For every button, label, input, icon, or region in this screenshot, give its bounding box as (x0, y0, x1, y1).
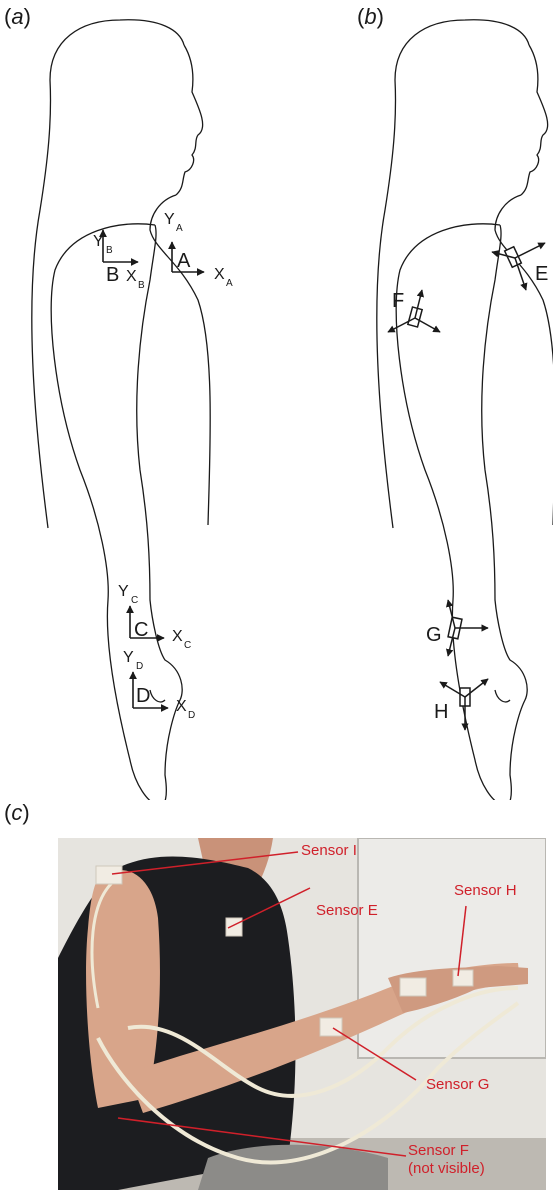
sensor-label-b: B (106, 264, 119, 286)
label-sensor-g: Sensor G (426, 1076, 489, 1094)
label-sensor-e: Sensor E (316, 902, 378, 920)
sensor-label-c: C (134, 619, 148, 641)
x-axis-sub-a: A (226, 278, 233, 289)
y-axis-label-a: Y (164, 211, 175, 228)
body-diagrams: A Y A X A B Y B X B C Y C X C D Y D X D … (0, 0, 553, 800)
x-axis-sub-d: D (188, 710, 195, 721)
label-sensor-f-line1: Sensor F (408, 1142, 485, 1160)
body-outline-b (377, 20, 553, 800)
sensor-label-a: A (177, 250, 191, 272)
y-axis-label-d: Y (123, 649, 134, 666)
y-axis-label-c: Y (118, 583, 129, 600)
sensor-label-f: F (392, 290, 404, 312)
x-axis-label-a: X (214, 266, 225, 283)
sensor-label-h: H (434, 701, 448, 723)
y-axis-sub-d: D (136, 661, 143, 672)
label-sensor-i: Sensor I (301, 842, 357, 860)
sensor-label-g: G (426, 624, 442, 646)
y-axis-sub-a: A (176, 223, 183, 234)
sensor-label-e: E (535, 263, 548, 285)
x-axis-label-c: X (172, 628, 183, 645)
label-sensor-h: Sensor H (454, 882, 517, 900)
x-axis-sub-b: B (138, 280, 145, 291)
label-sensor-f: Sensor F (not visible) (408, 1142, 485, 1178)
y-axis-label-b: Y (93, 233, 104, 250)
x-axis-label-d: X (176, 698, 187, 715)
x-axis-sub-c: C (184, 640, 191, 651)
sensor-label-d: D (136, 685, 150, 707)
sensor-photo: Sensor I Sensor E Sensor H Sensor G Sens… (58, 838, 546, 1190)
y-axis-sub-c: C (131, 595, 138, 606)
panel-label-c: (c) (4, 800, 30, 826)
label-sensor-f-line2: (not visible) (408, 1160, 485, 1178)
body-outline-a (32, 20, 210, 800)
x-axis-label-b: X (126, 268, 137, 285)
y-axis-sub-b: B (106, 245, 113, 256)
